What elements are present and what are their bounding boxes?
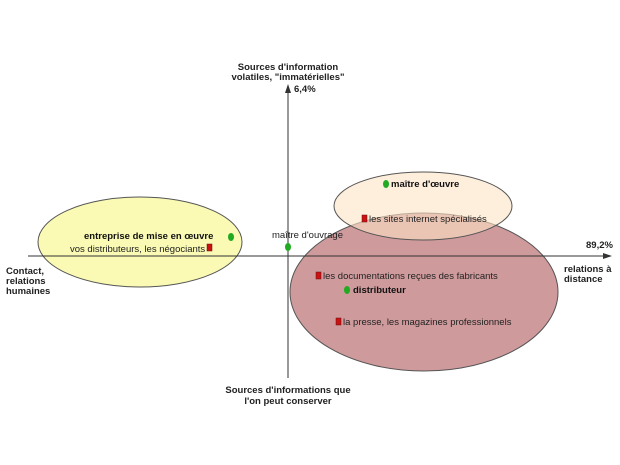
item-documentations-label: les documentations reçues des fabricants — [323, 271, 498, 282]
right-axis-label-line-1: relations à — [564, 264, 612, 275]
bottom-axis-label-line-1: Sources d'informations que — [225, 385, 350, 396]
orange-group-ellipse — [333, 171, 513, 241]
red-marker — [335, 317, 342, 326]
green-marker — [285, 243, 291, 251]
item-distributeur-label: distributeur — [353, 285, 406, 296]
green-marker — [344, 286, 350, 294]
item-presse-label: la presse, les magazines professionnels — [343, 317, 512, 328]
item-distributeurs-negociants-label: vos distributeurs, les négociants — [70, 244, 205, 255]
left-axis-label-line-1: Contact, — [6, 266, 44, 277]
red-marker — [361, 214, 368, 223]
item-sites-internet-label: les sites internet spécialisés — [369, 214, 487, 225]
horizontal-axis-arrowhead — [603, 253, 612, 259]
red-marker — [315, 271, 322, 280]
bottom-axis-label-line-2: l'on peut conserver — [244, 396, 332, 407]
green-marker — [228, 233, 234, 241]
green-marker — [383, 180, 389, 188]
red-marker — [206, 243, 213, 252]
right-axis-value: 89,2% — [586, 240, 613, 251]
top-axis-label-line-2: volatiles, "immatérielles" — [231, 72, 344, 83]
top-axis-value: 6,4% — [294, 84, 316, 95]
left-axis-label-line-2: relations — [6, 276, 46, 287]
top-axis-label-line-1: Sources d'information — [238, 62, 339, 73]
item-entreprise-label: entreprise de mise en œuvre — [84, 231, 213, 242]
item-maitre-ouvrage-label: maître d'ouvrage — [272, 230, 343, 241]
vertical-axis-arrowhead — [285, 84, 291, 93]
yellow-group-ellipse — [37, 196, 243, 288]
left-axis-label-line-3: humaines — [6, 286, 50, 297]
right-axis-label-line-2: distance — [564, 274, 603, 285]
item-maitre-oeuvre-label: maître d'œuvre — [391, 179, 459, 190]
